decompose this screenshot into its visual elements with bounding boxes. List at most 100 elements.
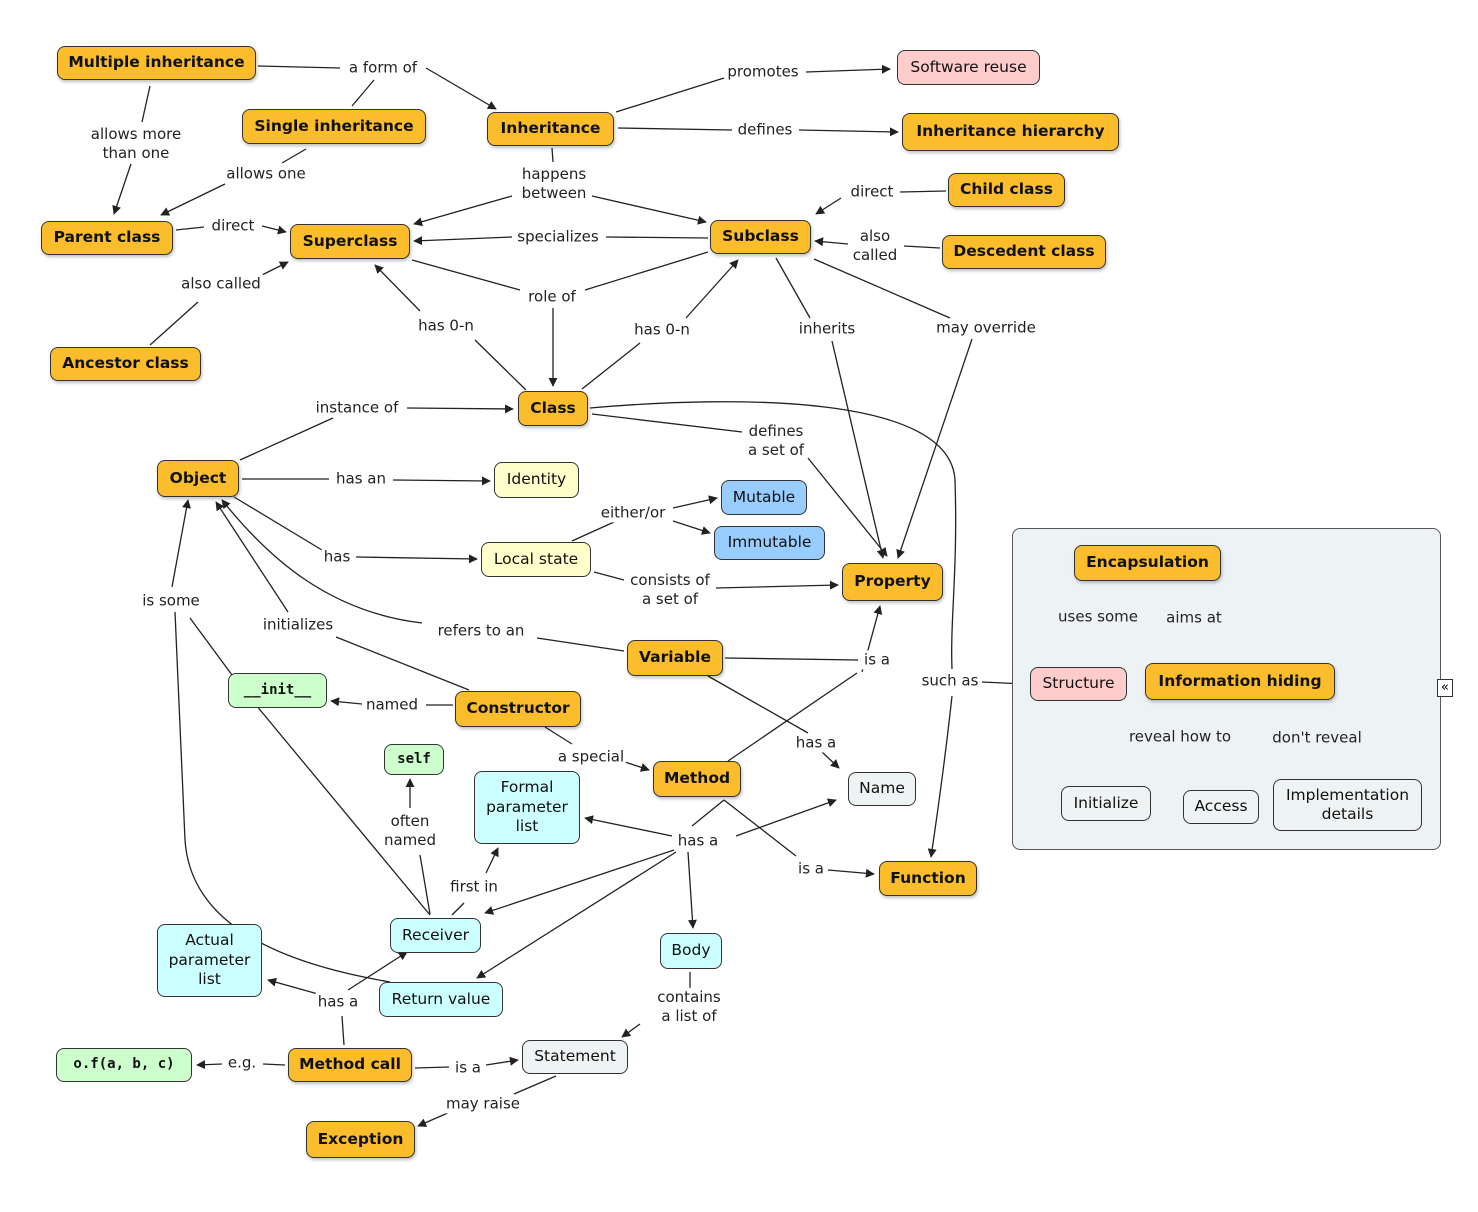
node-information-hiding[interactable]: Information hiding: [1145, 663, 1335, 700]
collapse-group-button[interactable]: «: [1437, 679, 1453, 697]
node-multiple-inheritance[interactable]: Multiple inheritance: [57, 46, 256, 80]
edge-label-has-state: has: [321, 547, 353, 567]
edge-variable-refersto: [536, 637, 625, 652]
node-object[interactable]: Object: [157, 460, 239, 497]
node-label: Ancestor class: [62, 354, 189, 373]
edge-eg-example: [196, 1060, 223, 1070]
edge-sub-roleof: [584, 251, 709, 291]
node-label: Subclass: [722, 227, 799, 246]
node-inheritance[interactable]: Inheritance: [487, 112, 614, 146]
edge-si-aformof: [351, 79, 375, 107]
node-self[interactable]: self: [384, 744, 444, 775]
node-descendent-class[interactable]: Descedent class: [942, 235, 1106, 269]
edge-label-has-a-call: has a: [315, 992, 361, 1012]
node-label: Actual parameter list: [168, 931, 251, 989]
node-mutable[interactable]: Mutable: [721, 480, 807, 515]
edge-label-specializes: specializes: [515, 227, 601, 247]
edge-parent-direct: [175, 226, 205, 231]
node-access[interactable]: Access: [1183, 790, 1259, 824]
edge-statement-mayraise: [513, 1075, 557, 1095]
node-exception[interactable]: Exception: [306, 1121, 415, 1158]
edge-call-isa: [414, 1066, 450, 1069]
node-superclass[interactable]: Superclass: [290, 224, 410, 259]
edge-label-direct-child: direct: [848, 182, 896, 202]
node-inheritance-hierarchy[interactable]: Inheritance hierarchy: [902, 113, 1119, 151]
edge-child-direct: [899, 190, 947, 193]
edge-desc-alsocalled: [903, 245, 941, 249]
node-local-state[interactable]: Local state: [481, 542, 591, 577]
node-function[interactable]: Function: [879, 861, 977, 896]
node-single-inheritance[interactable]: Single inheritance: [242, 109, 426, 144]
edge-call-hasa: [341, 1015, 345, 1046]
node-encapsulation[interactable]: Encapsulation: [1074, 545, 1221, 581]
node-receiver[interactable]: Receiver: [390, 918, 481, 953]
edge-label-has-0n-sub: has 0-n: [632, 320, 692, 340]
edge-label-either-or: either/or: [598, 503, 668, 523]
edge-init-issome: [189, 617, 233, 676]
node-label: Software reuse: [910, 57, 1027, 76]
node-class[interactable]: Class: [518, 391, 588, 426]
edge-label-a-form-of: a form of: [346, 58, 420, 78]
edge-label-has-0n-super: has 0-n: [416, 316, 476, 336]
edge-receiver-oftennamed: [419, 854, 431, 915]
edge-label-also-called-ancestor: also called: [179, 274, 263, 294]
node-immutable[interactable]: Immutable: [714, 526, 825, 560]
edge-label-has-an: has an: [334, 469, 388, 489]
node-subclass[interactable]: Subclass: [710, 220, 811, 254]
node-label: Method call: [299, 1055, 401, 1074]
node-name[interactable]: Name: [848, 772, 916, 806]
node-constructor[interactable]: Constructor: [455, 691, 581, 727]
edge-label-aims-at: aims at: [1164, 608, 1224, 628]
edge-label-has-a-name: has a: [793, 733, 839, 753]
edge-allows-parent: [112, 163, 132, 215]
edge-has-local: [355, 554, 478, 564]
node-method[interactable]: Method: [653, 761, 741, 797]
edge-class-suchas: [589, 401, 957, 670]
node-label: Access: [1194, 797, 1248, 816]
node-statement[interactable]: Statement: [522, 1040, 628, 1074]
node-return-value[interactable]: Return value: [379, 982, 503, 1017]
node-parent-class[interactable]: Parent class: [41, 221, 173, 255]
node-child-class[interactable]: Child class: [948, 173, 1065, 207]
node-label: Property: [854, 572, 931, 591]
node-init[interactable]: __init__: [228, 673, 327, 708]
edge-initializes-object: [215, 501, 289, 613]
node-label: o.f(a, b, c): [73, 1056, 175, 1073]
node-structure[interactable]: Structure: [1030, 667, 1127, 701]
edge-local-eitheror: [571, 521, 615, 542]
node-label: Single inheritance: [254, 116, 414, 135]
edge-label-role-of: role of: [526, 287, 578, 307]
node-actual-parameter-list[interactable]: Actual parameter list: [157, 924, 262, 997]
edge-class-defines: [591, 413, 743, 433]
edge-suchas-function: [927, 695, 953, 858]
node-implementation-details[interactable]: Implementation details: [1273, 779, 1422, 831]
node-label: Local state: [493, 549, 579, 568]
edge-receiver-init: [255, 704, 431, 916]
node-software-reuse[interactable]: Software reuse: [897, 50, 1040, 85]
edge-sub-specializes: [605, 236, 709, 239]
node-variable[interactable]: Variable: [627, 640, 723, 676]
edge-label-promotes: promotes: [725, 62, 801, 82]
node-label: Inheritance hierarchy: [916, 122, 1105, 141]
node-property[interactable]: Property: [842, 563, 943, 601]
node-initialize[interactable]: Initialize: [1061, 786, 1151, 821]
node-label: Statement: [534, 1047, 616, 1066]
edge-consists-property: [715, 580, 839, 590]
node-ancestor-class[interactable]: Ancestor class: [50, 347, 201, 381]
node-identity[interactable]: Identity: [494, 462, 579, 498]
node-method-call[interactable]: Method call: [288, 1048, 412, 1082]
node-formal-parameter-list[interactable]: Formal parameter list: [474, 771, 580, 844]
edge-named-init: [330, 697, 363, 707]
node-example-call[interactable]: o.f(a, b, c): [56, 1048, 192, 1082]
edge-inh-defines: [617, 127, 733, 131]
edge-hasa-body: [687, 851, 697, 929]
edge-label-is-some: is some: [140, 591, 202, 611]
node-body[interactable]: Body: [660, 933, 722, 969]
edge-sub-inherits: [775, 257, 811, 319]
edge-instanceof-class: [406, 404, 514, 414]
node-label: Identity: [506, 470, 567, 489]
edge-promotes-reuse: [805, 64, 891, 74]
node-label: Superclass: [302, 231, 398, 250]
edge-mayoverride-property: [896, 338, 973, 559]
